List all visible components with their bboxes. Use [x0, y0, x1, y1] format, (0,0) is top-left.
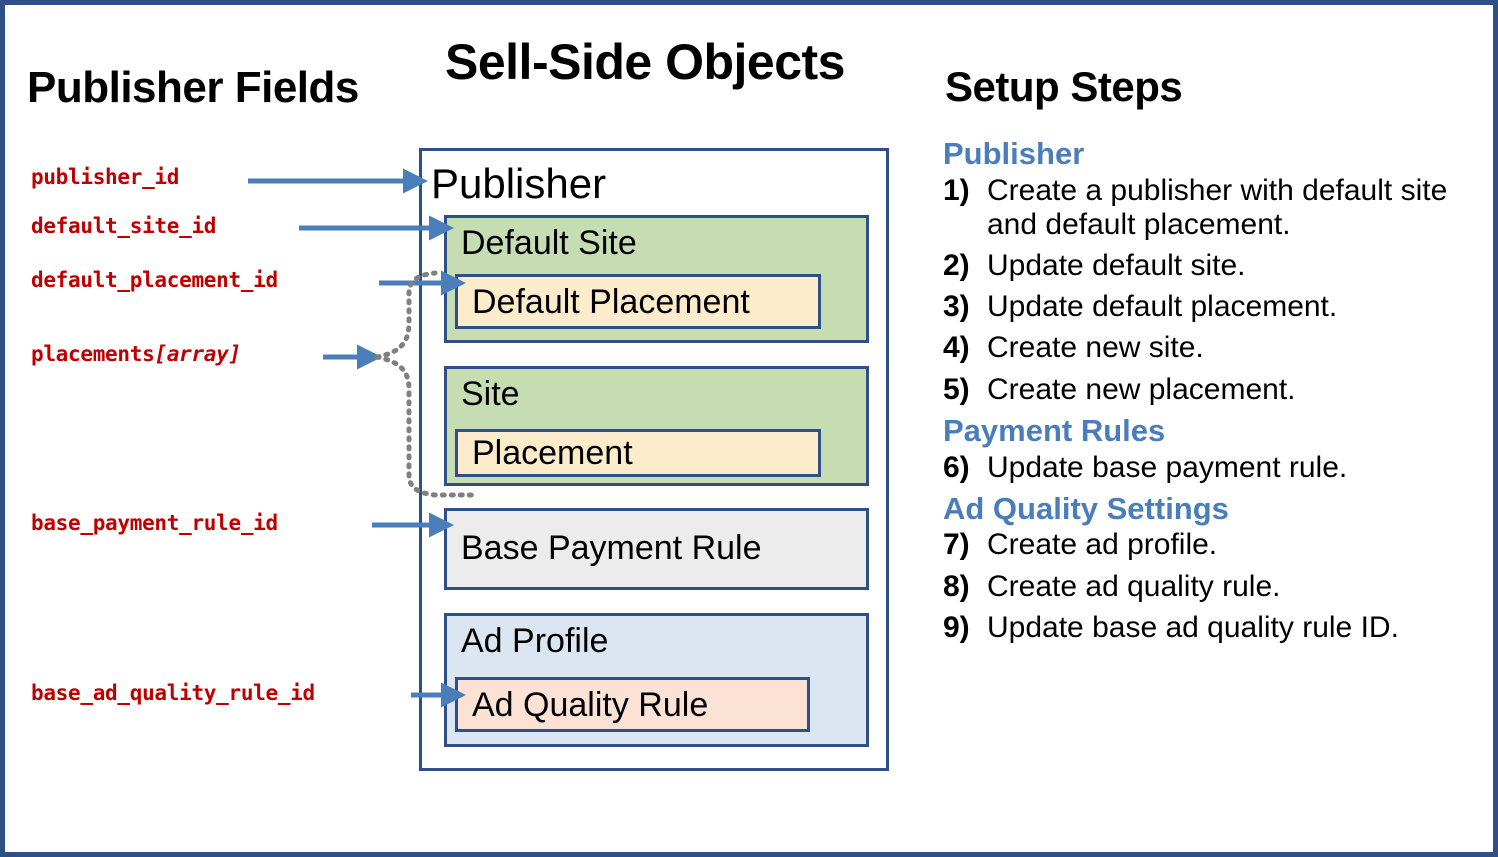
step-text: Update base payment rule. — [987, 450, 1348, 484]
step-text: Update default site. — [987, 249, 1246, 283]
ad-quality-rule-label: Ad Quality Rule — [472, 686, 709, 724]
ad-profile-label: Ad Profile — [461, 622, 609, 660]
publisher-fields-title: Publisher Fields — [27, 63, 359, 112]
step-text: Create ad quality rule. — [987, 569, 1281, 603]
step-number: 1) — [943, 173, 970, 207]
field-label-placements: placements[array] — [31, 342, 241, 366]
setup-step: 7) Create ad profile. — [943, 528, 1473, 562]
setup-group-ad-quality-settings: Ad Quality Settings 7) Create ad profile.… — [943, 490, 1473, 645]
field-name: default_site_id — [31, 214, 217, 238]
setup-step: 1) Create a publisher with default site a… — [943, 174, 1473, 242]
step-number: 8) — [943, 569, 970, 603]
step-text: Create a publisher with default site and… — [987, 173, 1448, 241]
step-number: 5) — [943, 372, 970, 406]
default-placement-label: Default Placement — [472, 283, 750, 321]
field-label-base-ad-quality-rule-id: base_ad_quality_rule_id — [31, 681, 315, 705]
setup-step: 9) Update base ad quality rule ID. — [943, 611, 1473, 645]
step-number: 9) — [943, 610, 970, 644]
site-label: Site — [461, 375, 520, 413]
base-payment-rule-label: Base Payment Rule — [461, 529, 762, 567]
default-placement-box: Default Placement — [455, 274, 821, 329]
setup-step: 5) Create new placement. — [943, 373, 1473, 407]
setup-group-heading: Payment Rules — [943, 412, 1166, 448]
placement-label: Placement — [472, 434, 633, 472]
setup-group-heading: Publisher — [943, 136, 1085, 171]
step-text: Create new site. — [987, 331, 1204, 365]
field-label-default-placement-id: default_placement_id — [31, 268, 278, 292]
step-number: 2) — [943, 249, 970, 283]
step-text: Update default placement. — [987, 290, 1338, 324]
step-text: Create ad profile. — [987, 528, 1218, 562]
setup-group-heading: Ad Quality Settings — [943, 490, 1229, 526]
setup-group-payment-rules: Payment Rules 6) Update base payment rule… — [943, 412, 1473, 485]
setup-step: 4) Create new site. — [943, 331, 1473, 365]
setup-step: 6) Update base payment rule. — [943, 451, 1473, 485]
setup-group-publisher: Publisher 1) Create a publisher with defa… — [943, 136, 1473, 407]
step-number: 7) — [943, 528, 970, 562]
sell-side-objects-title: Sell-Side Objects — [445, 34, 845, 90]
default-site-label: Default Site — [461, 224, 637, 262]
setup-step: 2) Update default site. — [943, 249, 1473, 283]
field-name: base_ad_quality_rule_id — [31, 681, 315, 705]
field-label-default-site-id: default_site_id — [31, 214, 216, 238]
setup-steps-list: Publisher 1) Create a publisher with defa… — [943, 136, 1473, 652]
field-label-publisher-id: publisher_id — [31, 165, 179, 189]
field-name: placements — [31, 342, 155, 366]
field-name: publisher_id — [31, 165, 180, 189]
ad-quality-rule-box: Ad Quality Rule — [455, 677, 810, 732]
publisher-object-label: Publisher — [431, 160, 607, 207]
step-number: 3) — [943, 290, 970, 324]
setup-step: 3) Update default placement. — [943, 290, 1473, 324]
step-text: Update base ad quality rule ID. — [987, 610, 1399, 644]
base-payment-rule-box: Base Payment Rule — [444, 508, 869, 590]
step-number: 6) — [943, 450, 970, 484]
setup-step: 8) Create ad quality rule. — [943, 570, 1473, 604]
step-text: Create new placement. — [987, 372, 1296, 406]
field-name: default_placement_id — [31, 268, 278, 292]
setup-steps-title: Setup Steps — [945, 63, 1183, 110]
field-name: base_payment_rule_id — [31, 511, 278, 535]
field-array-suffix: [array] — [154, 342, 241, 366]
field-label-base-payment-rule-id: base_payment_rule_id — [31, 511, 278, 535]
step-number: 4) — [943, 331, 970, 365]
placement-box: Placement — [455, 429, 821, 477]
